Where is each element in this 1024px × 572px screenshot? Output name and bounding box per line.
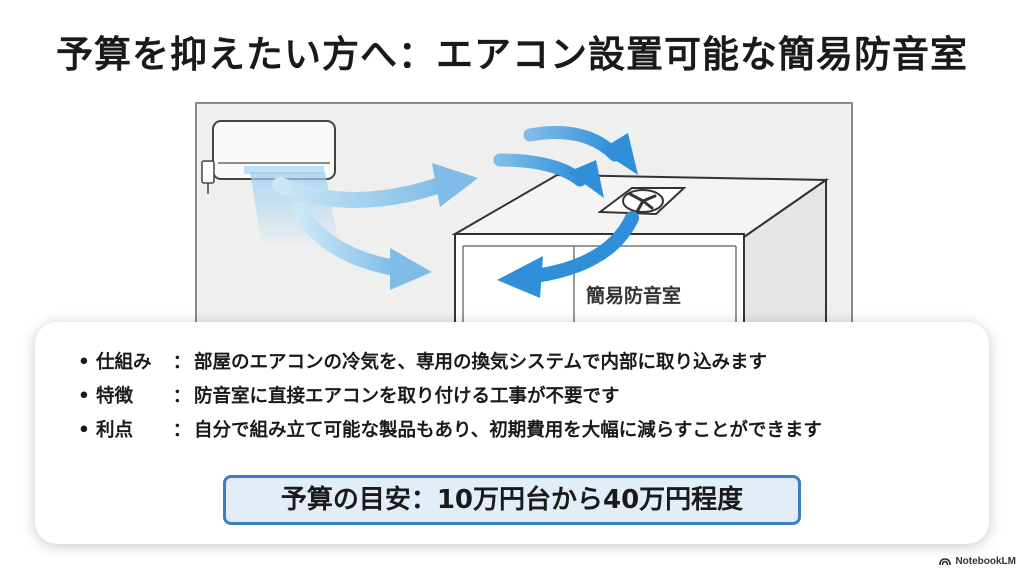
list-item: • 利点 ： 自分で組み立て可能な製品もあり、初期費用を大幅に減らすことができま… — [78, 414, 822, 448]
budget-callout: 予算の目安：10万円台から40万円程度 — [223, 475, 801, 525]
bullet-separator: ： — [172, 352, 192, 373]
airflow-arrow-icon — [497, 211, 639, 298]
bullet-description: 部屋のエアコンの冷気を、専用の換気システムで内部に取り込みます — [194, 352, 767, 373]
bullet-dot: • — [78, 386, 90, 407]
bullet-description: 防音室に直接エアコンを取り付ける工事が不要です — [194, 386, 620, 407]
bullet-dot: • — [78, 352, 90, 373]
bullet-separator: ： — [172, 420, 192, 441]
bullet-term: 仕組み — [96, 352, 152, 373]
ventilation-fan-icon — [597, 187, 687, 216]
airflow-arrow-icon — [292, 202, 432, 290]
list-item: • 特徴 ： 防音室に直接エアコンを取り付ける工事が不要です — [78, 380, 822, 414]
brand-name: NotebookLM — [955, 556, 1016, 567]
list-item: • 仕組み ： 部屋のエアコンの冷気を、専用の換気システムで内部に取り込みます — [78, 346, 822, 380]
bullet-term: 利点 — [96, 420, 134, 441]
bullet-separator: ： — [172, 386, 192, 407]
brand-watermark: NotebookLM — [939, 556, 1016, 567]
airflow-arrow-icon — [523, 126, 638, 175]
booth-label: 簡易防音室 — [586, 285, 682, 307]
bullet-dot: • — [78, 420, 90, 441]
page-title: 予算を抑えたい方へ：エアコン設置可能な簡易防音室 — [56, 33, 968, 76]
notebooklm-logo-icon — [939, 558, 952, 566]
bullet-term: 特徴 — [96, 386, 134, 407]
bullet-description: 自分で組み立て可能な製品もあり、初期費用を大幅に減らすことができます — [194, 420, 822, 441]
feature-list: • 仕組み ： 部屋のエアコンの冷気を、専用の換気システムで内部に取り込みます … — [78, 346, 822, 448]
airflow-arrow-icon — [493, 153, 604, 198]
airflow-arrow-icon — [272, 163, 478, 208]
